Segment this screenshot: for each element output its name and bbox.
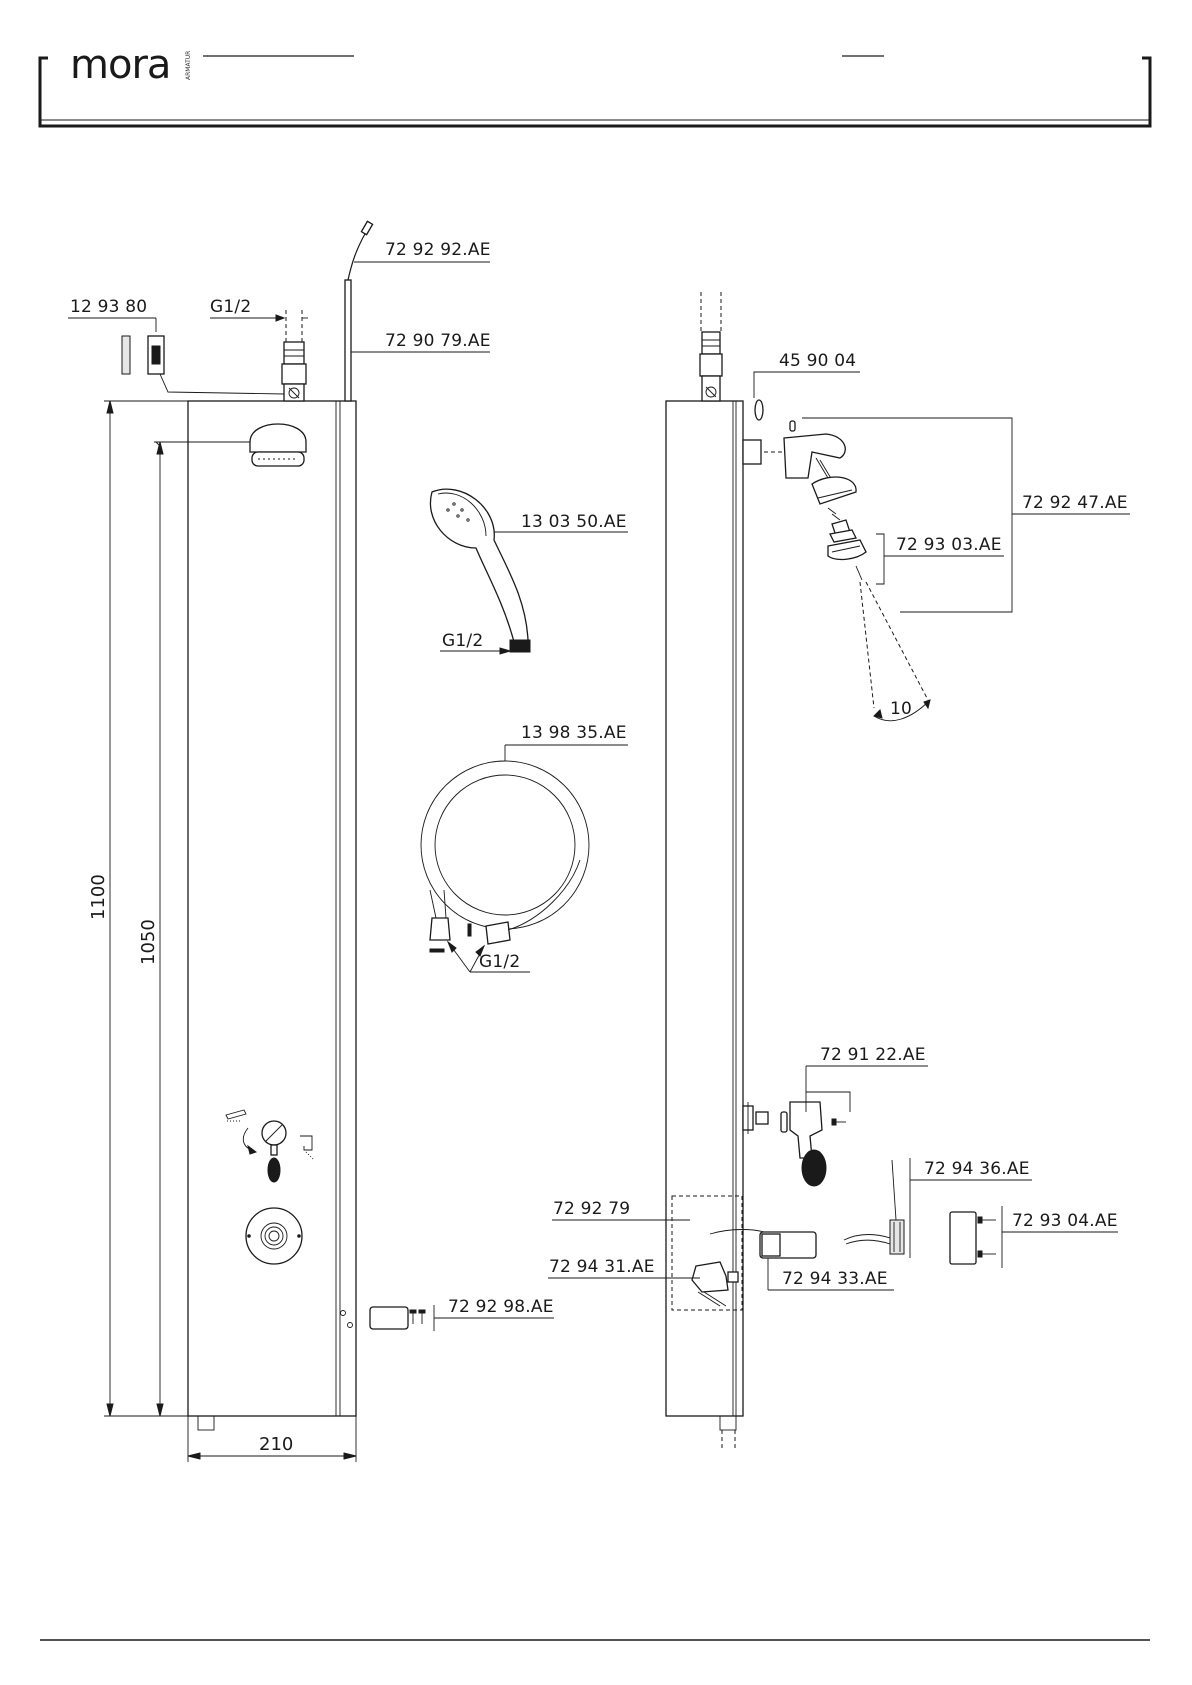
label-cartridge: 72 94 36.AE — [924, 1159, 1030, 1179]
cable-callout: 72 92 92.AE — [348, 221, 491, 280]
shower-hose: 13 98 35.AE — [421, 723, 628, 952]
label-handle: 72 91 22.AE — [820, 1045, 926, 1065]
label-valve-body: 72 94 31.AE — [549, 1257, 655, 1277]
brand-logo: mora — [70, 42, 170, 88]
label-thread-top: G1/2 — [210, 297, 251, 317]
brand-subtext: ARMATUR — [185, 51, 192, 80]
hose-thread-callout: G1/2 — [448, 942, 530, 972]
valve-kit-callout: 12 93 80 — [68, 297, 284, 394]
dim-height-total: 1100 — [88, 874, 109, 920]
dimension-1100: 1100 — [88, 401, 188, 1416]
dimension-210: 210 — [188, 1416, 356, 1462]
label-hose-thread: G1/2 — [479, 952, 520, 972]
label-cover-plate: 72 93 04.AE — [1012, 1211, 1118, 1231]
head-shower-exploded: 10 — [743, 421, 930, 721]
cover-screws-callout: 72 92 98.AE — [370, 1297, 554, 1331]
label-head-shower: 72 92 47.AE — [1022, 493, 1128, 513]
label-cable: 72 92 92.AE — [385, 240, 491, 260]
label-solenoid: 72 94 33.AE — [782, 1269, 888, 1289]
label-nozzle: 72 93 03.AE — [896, 535, 1002, 555]
label-mixer-group: 72 92 79 — [553, 1199, 630, 1219]
label-cover-screws: 72 92 98.AE — [448, 1297, 554, 1317]
label-seal: 45 90 04 — [779, 351, 856, 371]
pipe-callout: 72 90 79.AE — [345, 280, 491, 401]
head-shower-callout: 72 92 47.AE — [802, 418, 1130, 612]
cartridge-callout: 72 94 36.AE — [844, 1158, 1032, 1258]
seal-callout: 45 90 04 — [754, 351, 860, 420]
top-valve-front — [282, 310, 306, 401]
dim-height-outlet: 1050 — [138, 919, 159, 965]
thread-callout-top: G1/2 — [210, 297, 308, 321]
front-panel — [188, 401, 356, 1430]
hand-thread-callout: G1/2 — [440, 631, 510, 654]
header-frame: mora ARMATUR — [40, 42, 1150, 126]
thermostat-knob-front — [246, 1208, 302, 1264]
label-angle: 10 — [890, 699, 912, 719]
label-hand-thread: G1/2 — [442, 631, 483, 651]
handle-exploded: 72 91 22.AE — [743, 1045, 928, 1186]
label-hose: 13 98 35.AE — [521, 723, 627, 743]
label-pipe: 72 90 79.AE — [385, 331, 491, 351]
nozzle-callout: 72 93 03.AE — [876, 534, 1004, 584]
hand-shower: 13 03 50.AE — [430, 489, 628, 652]
label-hand-shower: 13 03 50.AE — [521, 512, 627, 532]
label-valve-kit: 12 93 80 — [70, 297, 147, 317]
cover-plate-callout: 72 93 04.AE — [950, 1206, 1118, 1268]
dim-width: 210 — [259, 1434, 293, 1455]
top-valve-side — [700, 292, 722, 401]
